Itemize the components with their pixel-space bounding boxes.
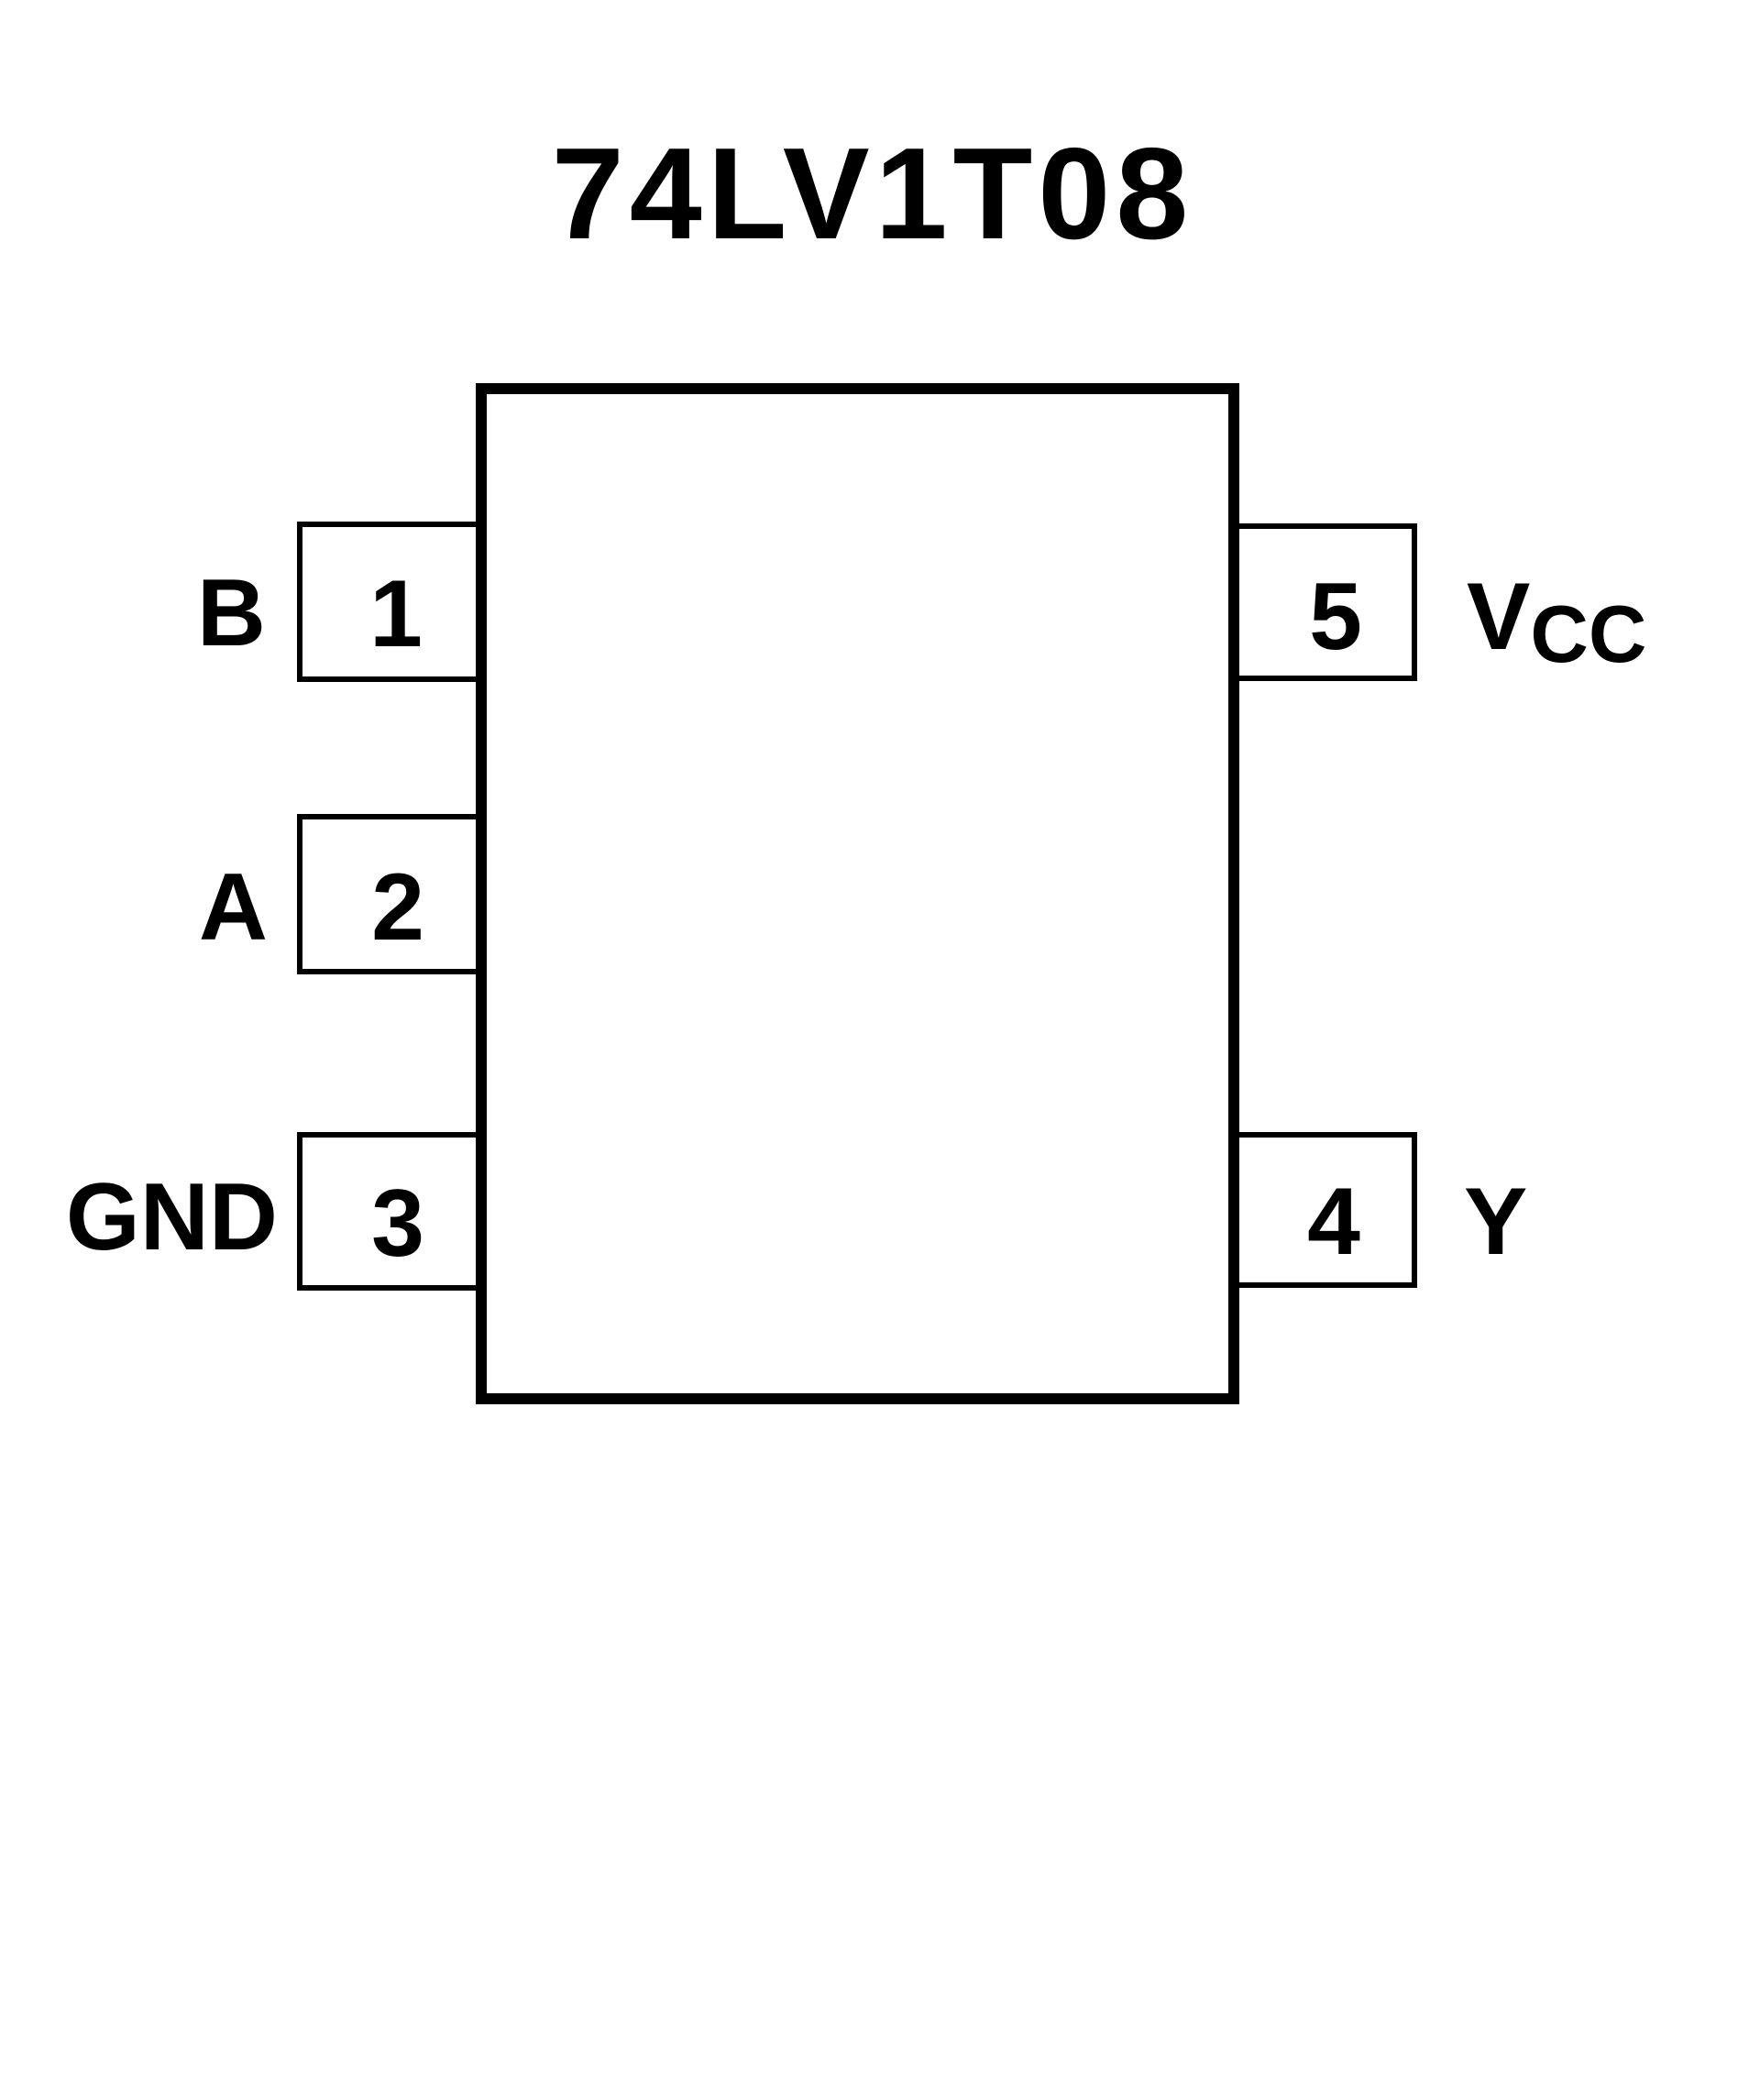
ic-body (476, 383, 1239, 1404)
pin-1-number: 1 (369, 561, 423, 667)
pin-4-pad (1229, 1132, 1417, 1288)
pin-5-pad (1229, 523, 1417, 681)
pin-3-number: 3 (371, 1171, 424, 1277)
pin-3: 3 GND (66, 1132, 486, 1291)
pin-1-pad (297, 522, 486, 682)
pin-5: 5 VCC (1229, 523, 1646, 681)
pin-2-label: A (199, 854, 268, 961)
pin-5-label-subscript: CC (1530, 588, 1646, 679)
pin-4-number: 4 (1307, 1169, 1360, 1275)
pin-1-label: B (197, 560, 266, 666)
pin-2-number: 2 (371, 854, 424, 961)
pin-5-label: VCC (1467, 564, 1646, 679)
pin-4-label: Y (1464, 1169, 1527, 1275)
pin-5-number: 5 (1309, 564, 1362, 670)
pin-3-pad (297, 1132, 486, 1291)
pin-5-label-main: V (1467, 564, 1530, 670)
pin-1: 1 B (197, 522, 486, 682)
chip-title: 74LV1T08 (552, 121, 1194, 267)
pin-3-label: GND (66, 1164, 278, 1270)
pin-4: 4 Y (1229, 1132, 1527, 1288)
